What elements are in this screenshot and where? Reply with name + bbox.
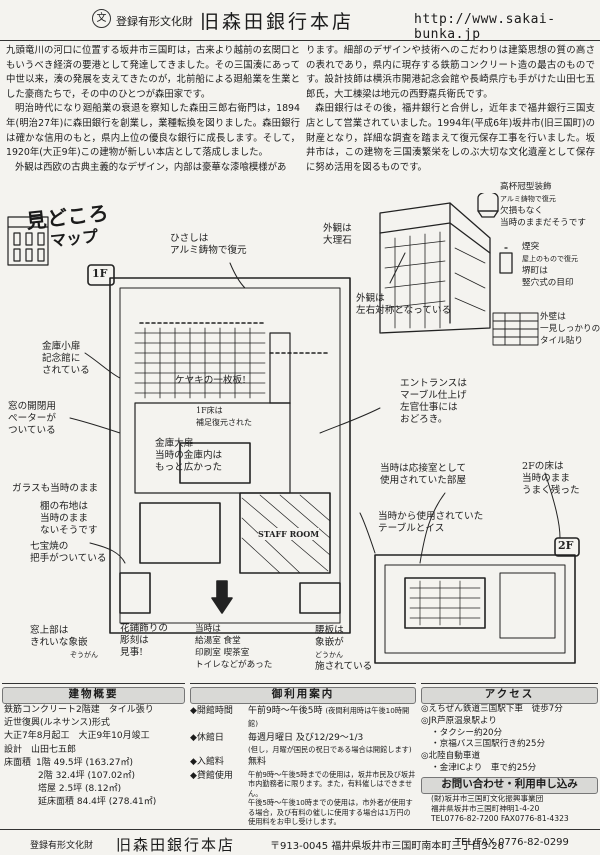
note-window-lever: 窓の開閉用ぺーターがついている [8,401,56,436]
floor-tag-1f-box [87,264,115,286]
note-exterior-material: 外観は大理石 [323,223,352,246]
map-drawing [7,193,580,664]
fee-row: ◆入館料 無料 [190,756,267,767]
floor-tag-2f: 2F [558,539,574,552]
floorplan-1f [109,277,351,634]
staff-room-sign: STAFF ROOM [258,528,320,540]
note-flower-carving: 花鋪飾りの彫刻は見事! [120,623,168,658]
closed-days-row: ◆休館日 毎週月曜日 及び12/29～1/3(但し，月曜が国民の祝日である場合は… [190,733,412,754]
intro-paragraph: 九頭竜川の河口に位置する坂井市三国町は，古来より越前の玄関口ともいうべき経済の要… [6,45,300,100]
intro-paragraph: ります。細部のデザインや技術へのこだわりは建築思想の質の高さの表れであり，県内に… [306,45,595,100]
footer-address: 〒913-0045 福井県坂井市三国町南本町三丁目3-26 [270,841,505,852]
building-heading: 建物概要 [2,687,185,704]
note-window-frame: 窓上部はきれいな象嵌 ぞうがん [30,625,98,659]
title-building-icon [7,216,49,266]
floor-tag-2f-box [554,537,580,557]
building-row: 設計 山田七五郎 [4,744,77,755]
contact-heading: お問い合わせ・利用申し込み [421,776,598,794]
note-vault-small: 金庫小扉記念館にされている [42,341,90,376]
arrow-down-icon [211,597,233,614]
floorplan-2f [374,537,580,664]
floor-area-row: 塔屋 2.5坪 (8.12㎡) [38,784,122,795]
access-line: ・金津ICより 車で約25分 [431,762,537,773]
crest-logo-icon: 文 [92,9,111,28]
access-line: ・タクシー約20分 [431,727,503,738]
contact-line: TEL0776-82-7200 FAX0776-81-4323 [431,814,569,824]
floor-area-row: 床面積 1階 49.5坪 (163.27㎡) [4,757,185,770]
building-row: 近世復興(ルネサンス)形式 [4,718,110,729]
intro-paragraph: 森田銀行はその後，福井銀行と合併し，近年まで福井銀行三国支店として営業されていま… [306,103,595,173]
note-keyaki: ケヤキの一枚板! [175,375,247,386]
header-title: 旧森田銀行本店 [200,11,355,33]
usage-guide: 御利用案内 ◆開館時間 午前9時～午後5時 (夜間利用時は午後10時開館) ◆休… [190,683,416,830]
note-former-rooms: 当時は給湯室 食堂 印刷室 喫茶室トイレなどがあった [195,624,273,670]
header-url-link[interactable]: http://www.sakai-bunka.jp [414,12,556,42]
note-symmetry: 外観は左右対称となっている [356,293,452,316]
note-2f-floor: 2Fの床は当時のままうまく残った [522,461,580,496]
highlight-map: 見どころ マップ ひさしはアルミ鋳物で復元 外観は大理石 高杯冠型装飾アルミ鋳物… [0,182,600,683]
intro-right-column: ります。細部のデザインや技術へのこだわりは建築思想の質の高さの表れであり，県内に… [306,44,595,175]
access-line: ◎えちぜん鉄道三国駅下車 徒歩7分 [421,704,563,714]
tile-pattern [492,312,539,346]
building-overview: 建物概要 鉄筋コンクリート2階建 タイル張り 近世復興(ルネサンス)形式 大正7… [2,683,185,830]
note-baseboard: 腰板は象嵌が どうかん施されている [315,625,373,672]
note-reception-room: 当時は応接室として使用されていた部屋 [380,463,467,486]
header-subtitle: 登録有形文化財 [116,15,193,28]
building-sketch [379,193,513,334]
floor-tag-1f: 1F [92,267,108,280]
note-decoration: 高杯冠型装飾アルミ鋳物で復元 欠損もなく当時のままだそうです [500,182,586,228]
access-heading: アクセス [421,687,598,704]
access-info: アクセス ◎えちぜん鉄道三国駅下車 徒歩7分 ◎JR芦原温泉駅より ・タクシー約… [421,683,598,830]
footer-title: 旧森田銀行本店 [116,836,236,854]
intro-paragraph: 外観は西欧の古典主義的なデザイン，内部は豪華な漆喰模様があ [15,161,287,173]
floor-area-row: 延床面積 84.4坪 (278.41㎡) [38,797,157,808]
building-row: 大正7年8月起工 大正9年10月竣工 [4,731,150,742]
usage-heading: 御利用案内 [190,687,416,704]
access-line: ・京福バス三国駅行き約25分 [431,739,546,750]
header: 文 登録有形文化財 旧森田銀行本店 http://www.sakai-bunka… [0,0,600,42]
note-glass: ガラスも当時のまま [12,483,99,494]
footer: 登録有形文化財 旧森田銀行本店 〒913-0045 福井県坂井市三国町南本町三丁… [0,829,600,855]
footer-subtitle: 登録有形文化財 [30,841,94,851]
open-hours-row: ◆開館時間 午前9時～午後5時 (夜間利用時は午後10時開館) [190,706,410,728]
rental-row: ◆貸館使用 午前9時～午後5時までの使用は，坂井市民及び坂井市内勤務者に限ります… [190,769,416,827]
contact-line: (財)坂井市三国町文化振興事業団 [431,793,544,803]
access-line: ◎JR芦原温泉駅より [421,715,497,726]
note-shelf: 棚の布地は当時のままないそうです [40,501,98,536]
note-chimney: 煙突屋上のもので復元 堺町は竪穴式の目印 [522,242,578,288]
note-eaves: ひさしはアルミ鋳物で復元 [170,233,247,256]
note-cloisonne-handle: 七宝焼の把手がついている [30,541,107,564]
intro-paragraph: 明治時代になり廻船業の衰退を察知した森田三郎右衛門は，1894年(明治27年)に… [6,103,300,159]
access-line: ◎北陸自動車道 [421,751,481,762]
building-row: 鉄筋コンクリート2階建 タイル張り [4,705,154,715]
note-tile: 外壁は一見しっかりのタイル貼り [540,312,600,346]
note-restored-floor: 1F床は補足復元された [196,406,252,427]
note-entrance: エントランスはマーブル仕上げ 左官仕事にはおどろき。 [400,378,467,425]
map-title-2: マップ [49,226,100,251]
note-vault-large: 金庫大扉当時の金庫内はもっと広かった [155,438,223,473]
floor-area-label: 床面積 [4,757,32,768]
floor-area-row: 2階 32.4坪 (107.02㎡) [38,771,136,782]
footer-tel: TEL/FAX 0776-82-0299 [455,837,569,848]
contact-line: 福井県坂井市三国町神明1-4-20 [431,803,540,813]
intro-left-column: 九頭竜川の河口に位置する坂井市三国町は，古来より越前の玄関口ともいうべき経済の要… [6,44,300,175]
note-furniture: 当時から使用されていたテーブルとイス [378,511,484,534]
